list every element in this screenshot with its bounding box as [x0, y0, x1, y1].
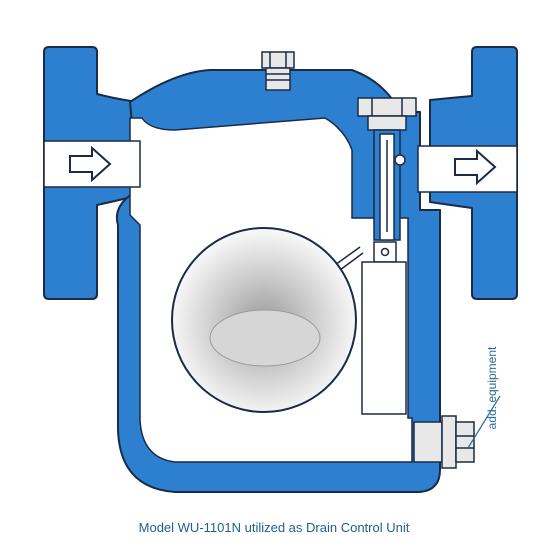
annotation-leader	[467, 395, 501, 449]
valve-seat-assembly	[357, 97, 417, 241]
flow-arrow-icon	[69, 145, 112, 183]
top-plug	[261, 51, 295, 91]
ball-float-reflection	[209, 309, 321, 367]
figure-caption: Model WU-1101N utilized as Drain Control…	[138, 520, 410, 535]
flow-arrow-icon	[454, 148, 497, 186]
annotation-label: add. equipment	[485, 346, 499, 430]
additional-equipment-plug	[413, 415, 475, 469]
float-guide	[361, 261, 407, 415]
